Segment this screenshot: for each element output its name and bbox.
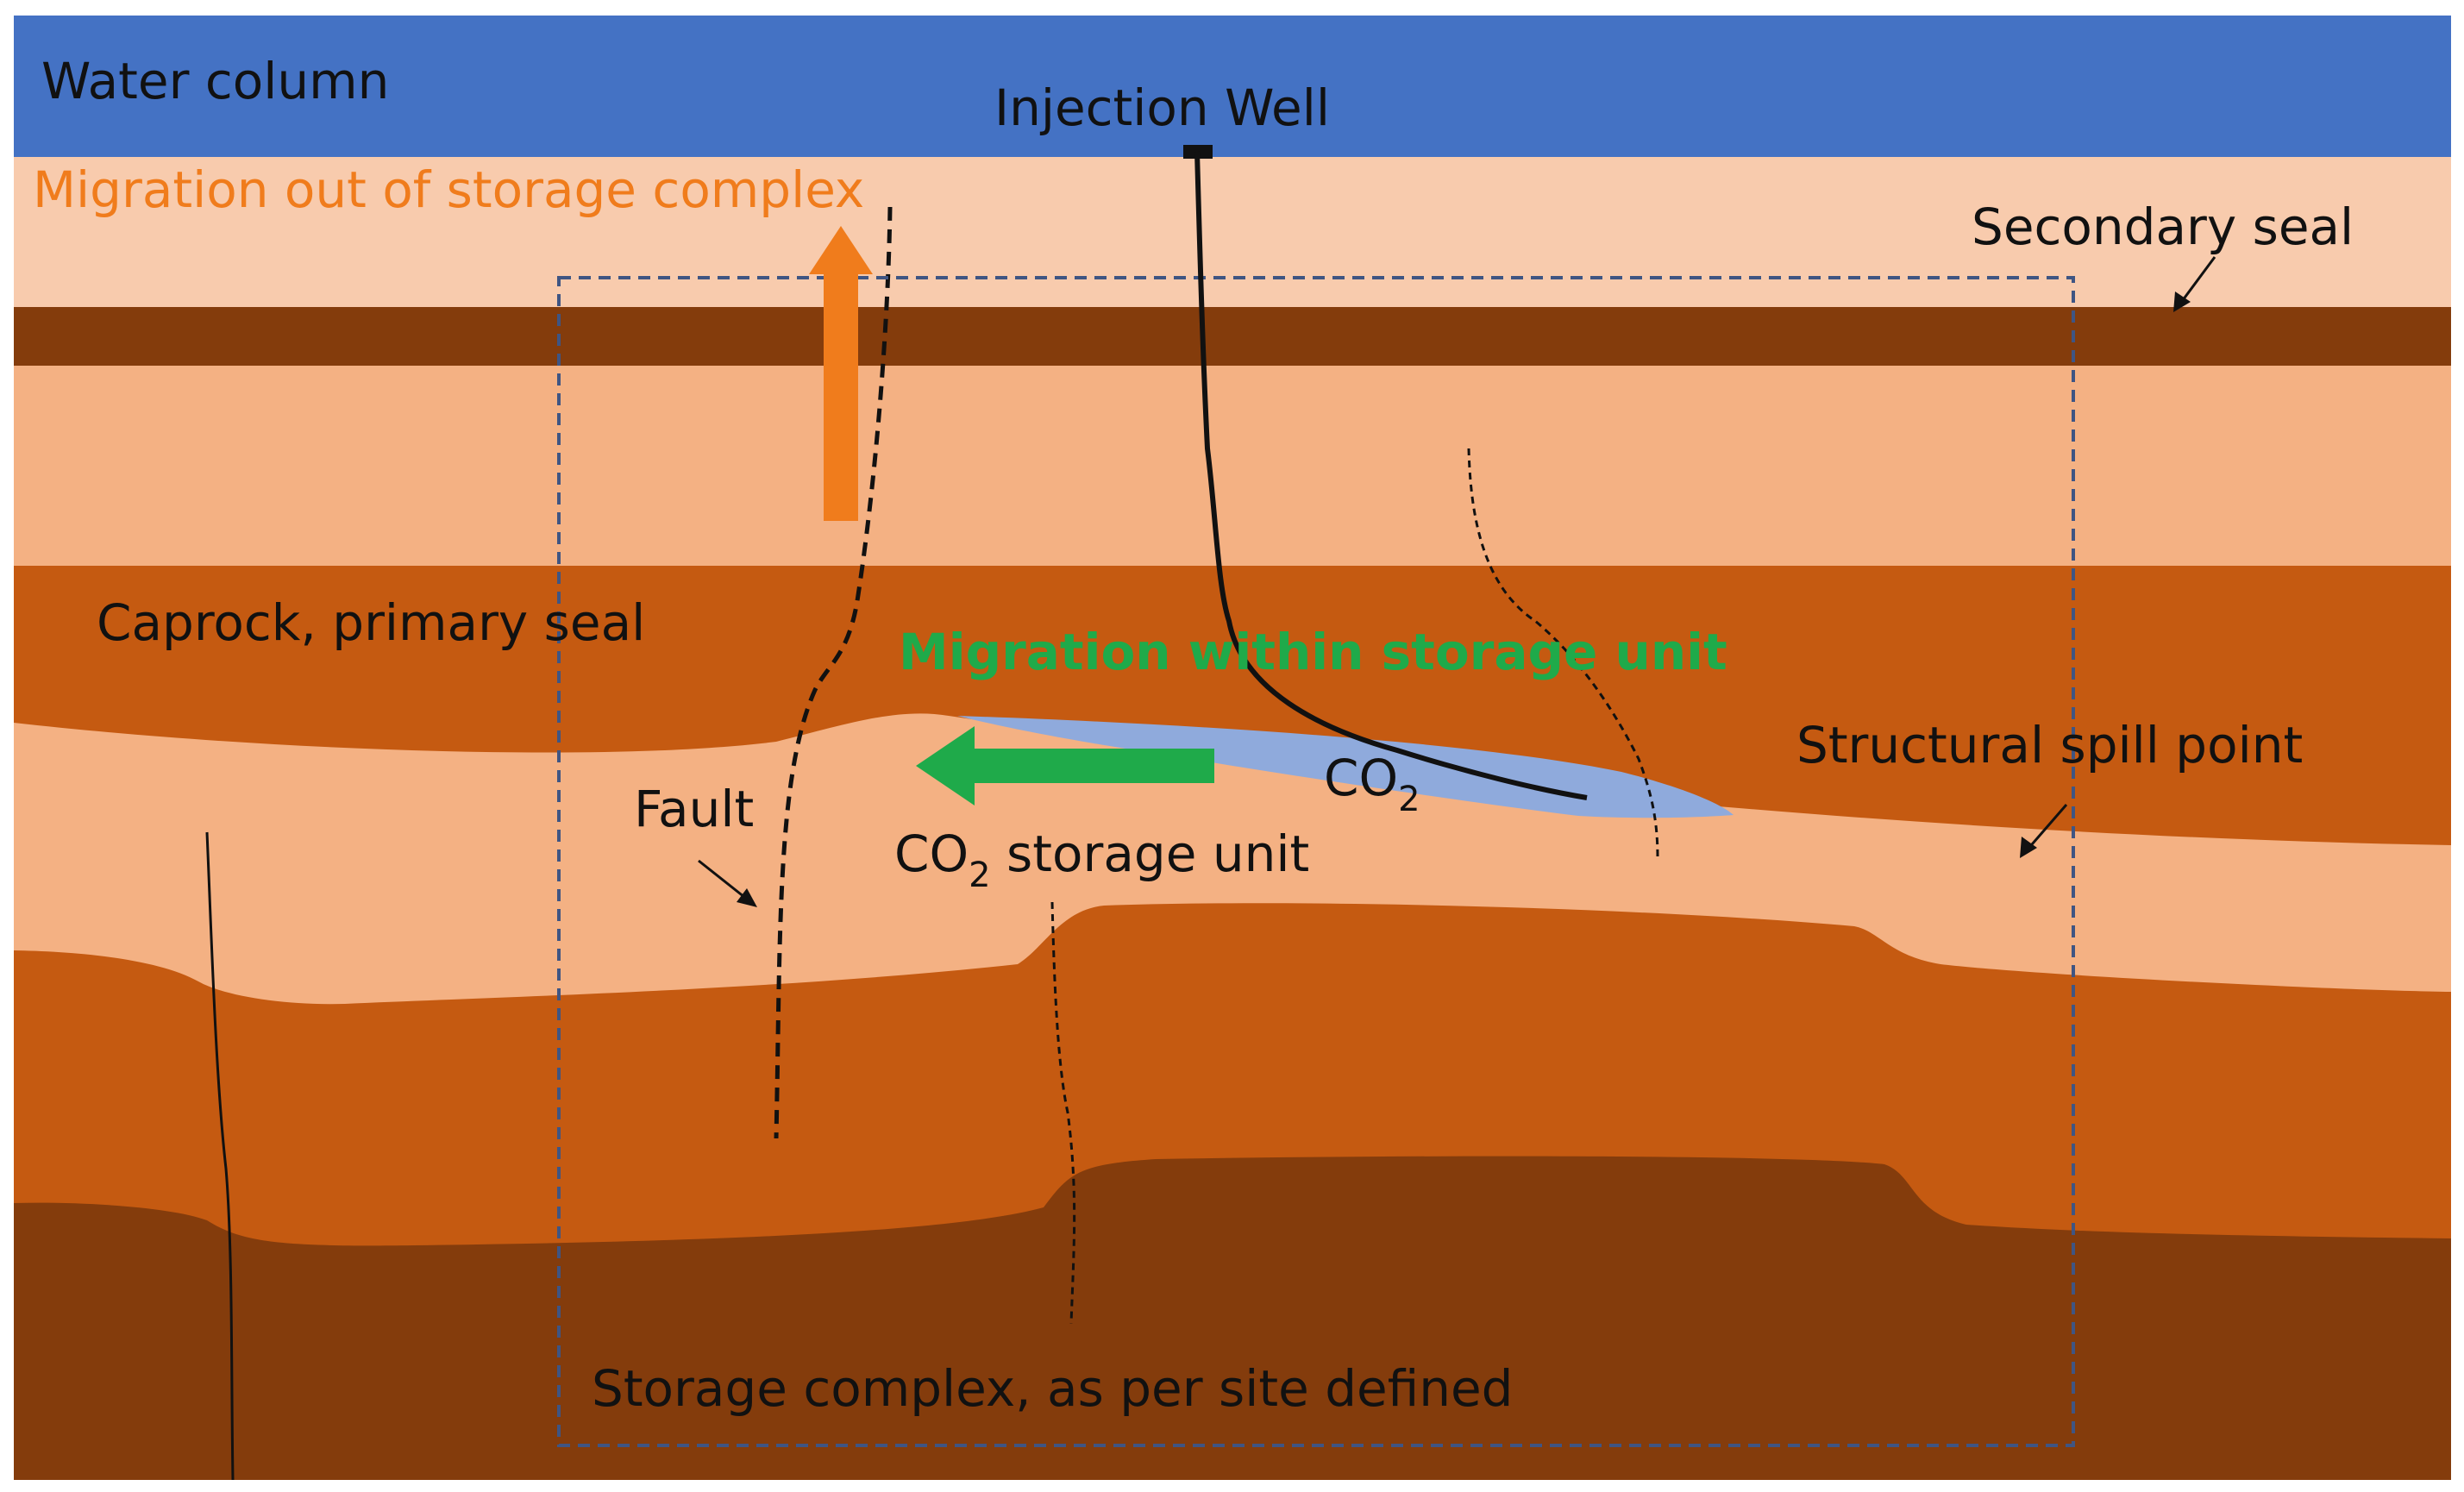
storage-complex-boundary (557, 276, 2075, 1447)
co2-plume-label: CO2 (1324, 749, 1420, 819)
structural-spill-point-label: Structural spill point (1796, 716, 2303, 774)
injection-well-line (1194, 151, 1588, 800)
overburden-layer (14, 157, 2451, 307)
migration-within-label: Migration within storage unit (899, 623, 1727, 681)
storage-unit-label: CO2 storage unit (894, 824, 1309, 895)
co2-plume (957, 716, 1734, 818)
migration-out-arrow-icon (809, 226, 873, 521)
left-fracture-line (205, 831, 235, 1481)
fault-pointer-icon (698, 859, 757, 907)
injection-well-label: Injection Well (994, 78, 1330, 137)
storage-complex-label: Storage complex, as per site defined (592, 1359, 1514, 1418)
storage-unit-subscript: 2 (969, 856, 990, 895)
fault-line (774, 206, 893, 1139)
migration-within-arrow-icon (916, 726, 1214, 806)
water-column-label: Water column (41, 52, 389, 110)
secondary-seal-layer (14, 307, 2451, 366)
caprock-label: Caprock, primary seal (97, 593, 645, 652)
right-fracture-line (1467, 448, 1659, 859)
co2-plume-subscript: 2 (1398, 780, 1420, 819)
migration-out-label: Migration out of storage complex (33, 160, 864, 219)
storage-unit-fracture-line (1050, 901, 1076, 1325)
fault-label: Fault (634, 780, 754, 838)
storage-unit-layer (14, 713, 2451, 1005)
basement-layer (14, 1156, 2451, 1480)
secondary-seal-pointer-icon (2173, 256, 2216, 312)
intermediate-layer (14, 366, 2451, 569)
water-column-layer (14, 16, 2451, 157)
spill-point-pointer-icon (2020, 804, 2068, 858)
secondary-seal-label: Secondary seal (1972, 197, 2354, 256)
